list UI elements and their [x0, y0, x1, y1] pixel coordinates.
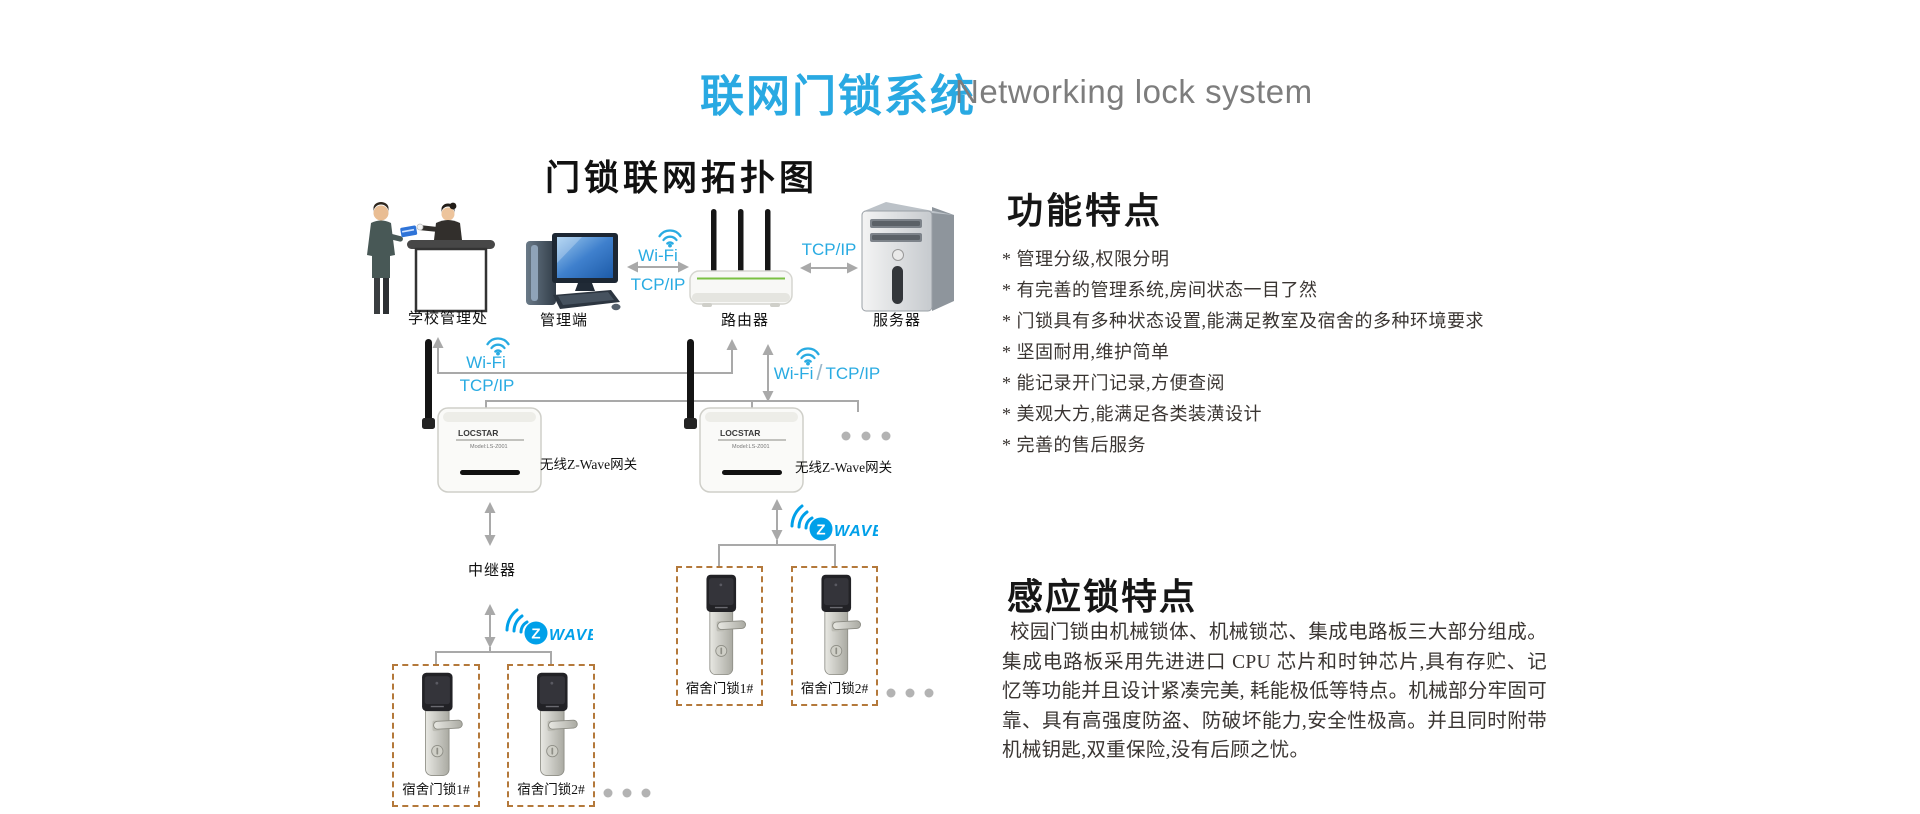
- zwave-letter: Z: [816, 522, 825, 539]
- label-lock-left-2: 宿舍门锁2#: [517, 782, 585, 797]
- feature-item: * 管理分级,权限分明: [1002, 249, 1170, 269]
- gateway-brand: LOCSTAR: [720, 428, 760, 438]
- zwave-gateway-right: LOCSTAR Model:LS-Z001: [684, 339, 804, 493]
- zwave-word: WAVE: [549, 627, 593, 644]
- gateway-model: Model:LS-Z001: [732, 444, 770, 450]
- wifi-icon: [795, 345, 821, 366]
- wifi-label: Wi-Fi: [466, 353, 506, 372]
- page-title-en: Networking lock system: [955, 73, 1313, 110]
- tcpip-label: TCP/IP: [459, 376, 515, 395]
- wifi-tcpip-label-group: Wi-Fi / TCP/IP: [772, 360, 882, 385]
- gateway-model: Model:LS-Z001: [470, 444, 508, 450]
- door-lock-illustration: [705, 574, 746, 676]
- management-computer-illustration: [526, 233, 621, 311]
- wifi-label: Wi-Fi: [638, 246, 678, 265]
- label-server: 服务器: [872, 313, 921, 329]
- features-heading: 功能特点: [1007, 191, 1164, 231]
- wifi-label: Wi-Fi: [773, 364, 814, 383]
- lock-box-right-2: 宿舍门锁2#: [791, 566, 878, 706]
- lock-box-left-2: 宿舍门锁2#: [507, 664, 595, 807]
- label-lock-right-1: 宿舍门锁1#: [685, 681, 754, 696]
- feature-item: * 完善的售后服务: [1002, 435, 1146, 455]
- zwave-gateway-left: LOCSTAR Model:LS-Z001: [422, 339, 542, 493]
- zwave-logo: Z WAVE: [790, 504, 878, 541]
- page-title-cn: 联网门锁系统: [700, 72, 976, 121]
- slash: /: [816, 360, 823, 385]
- door-lock-illustration: [422, 672, 463, 776]
- label-lock-right-2: 宿舍门锁2#: [800, 681, 869, 696]
- reception-desk-illustration: [367, 202, 495, 314]
- zwave-word: WAVE: [834, 523, 878, 540]
- label-lock-left-1: 宿舍门锁1#: [402, 782, 470, 797]
- router-illustration: [689, 209, 793, 307]
- door-lock-illustration: [537, 672, 578, 776]
- label-router: 路由器: [720, 313, 769, 329]
- lock-box-right-1: 宿舍门锁1#: [676, 566, 763, 706]
- label-gateway-right: 无线Z-Wave网关: [795, 460, 893, 475]
- door-lock-illustration: [820, 574, 861, 676]
- server-illustration: [861, 202, 954, 312]
- zwave-letter: Z: [531, 626, 540, 643]
- label-management-terminal: 管理端: [539, 313, 588, 329]
- feature-item: * 有完善的管理系统,房间状态一目了然: [1002, 280, 1318, 300]
- feature-item: * 美观大方,能满足各类装潢设计: [1002, 404, 1262, 424]
- topology-title: 门锁联网拓扑图: [545, 159, 819, 198]
- sensor-lock-heading: 感应锁特点: [1007, 577, 1198, 617]
- lock-box-left-1: 宿舍门锁1#: [392, 664, 480, 807]
- wifi-icon: [657, 227, 683, 248]
- feature-item: * 门锁具有多种状态设置,能满足教室及宿舍的多种环境要求: [1002, 311, 1484, 331]
- features-list: * 管理分级,权限分明 * 有完善的管理系统,房间状态一目了然 * 门锁具有多种…: [1002, 244, 1577, 461]
- sensor-lock-body: 校园门锁由机械锁体、机械锁芯、集成电路板三大部分组成。集成电路板采用先进进口 C…: [1002, 622, 1547, 761]
- wifi-icon: [485, 335, 511, 356]
- zwave-logo: Z WAVE: [505, 608, 593, 645]
- label-gateway-left: 无线Z-Wave网关: [540, 457, 638, 472]
- tcpip-label: TCP/IP: [801, 240, 857, 259]
- gateway-brand: LOCSTAR: [458, 428, 498, 438]
- tcpip-label: TCP/IP: [630, 275, 686, 294]
- label-admin-office: 学校管理处: [407, 311, 488, 327]
- tcpip-label: TCP/IP: [825, 364, 881, 383]
- feature-item: * 能记录开门记录,方便查阅: [1002, 373, 1225, 393]
- feature-item: * 坚固耐用,维护简单: [1002, 342, 1170, 362]
- label-repeater: 中继器: [467, 563, 516, 579]
